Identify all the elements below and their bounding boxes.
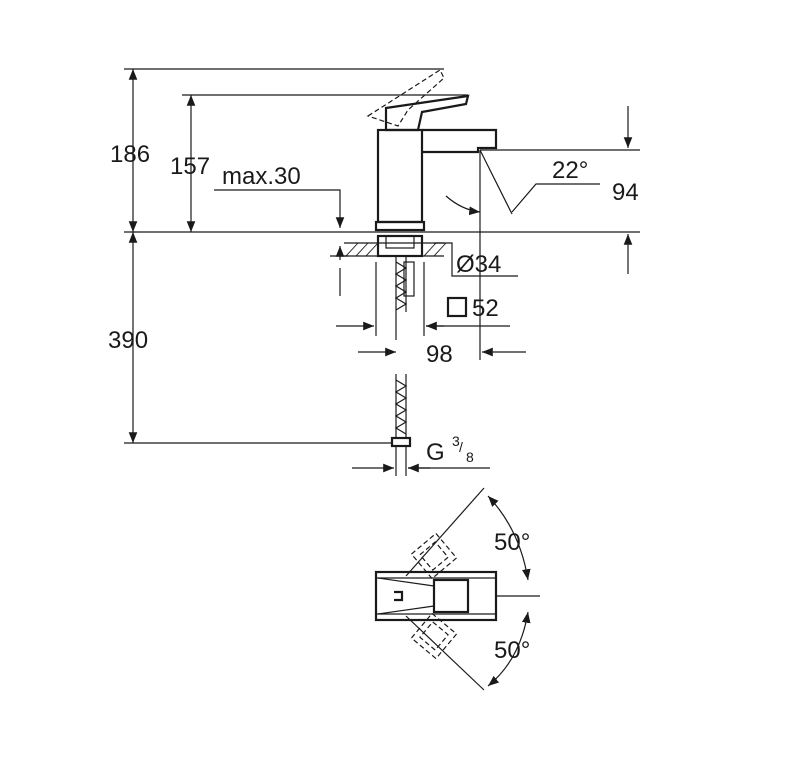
dim-thread: G	[426, 439, 445, 466]
supply-hose	[390, 256, 415, 476]
square-outline-icon	[446, 296, 468, 318]
dim-spout-reach: 98	[426, 341, 453, 368]
deck-section	[344, 234, 447, 258]
top-handle	[432, 578, 470, 614]
dim-base-square: 52	[472, 295, 499, 322]
extension-lines	[124, 68, 640, 444]
dim-lever-height: 157	[170, 153, 210, 180]
dim-spout-height: 94	[612, 179, 639, 206]
dim-thread-den: 8	[466, 449, 474, 465]
dim-spout-angle: 22°	[552, 157, 588, 184]
side-view: 186 157 max.30 22° 94 Ø34 52 98	[108, 68, 640, 476]
lever-handle	[366, 69, 470, 132]
dim-rotation-down: 50°	[494, 637, 530, 664]
dim-hose-length: 390	[108, 327, 148, 354]
dim-hole-diameter: Ø34	[456, 251, 501, 278]
top-view: 50° 50°	[374, 487, 540, 691]
dim-thread-slash: /	[459, 439, 463, 455]
dim-max-deck: max.30	[222, 163, 301, 190]
dim-total-height: 186	[110, 141, 150, 168]
dim-thread-num: 3	[452, 433, 460, 449]
dim-rotation-up: 50°	[494, 529, 530, 556]
faucet-body	[374, 128, 498, 232]
